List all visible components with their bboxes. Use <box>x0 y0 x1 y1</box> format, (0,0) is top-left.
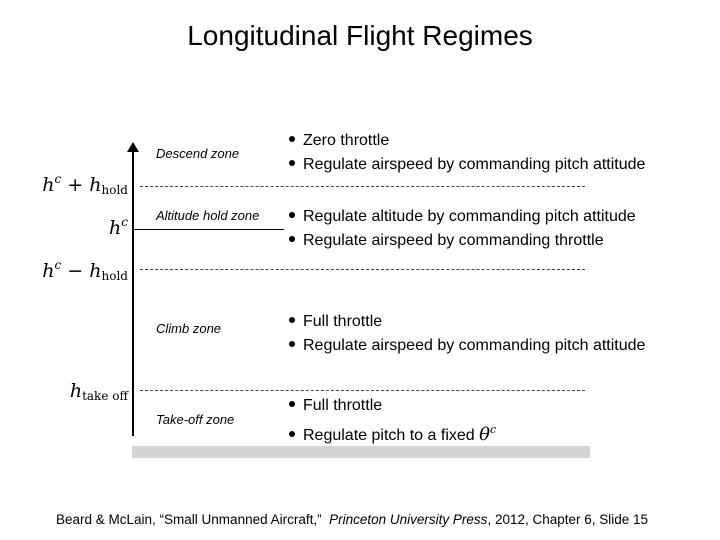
zone-takeoff-label: Take-off zone <box>156 412 235 427</box>
list-item: Regulate altitude by commanding pitch at… <box>289 205 636 229</box>
label-h-takeoff: htake off <box>69 380 128 403</box>
list-item: Regulate airspeed by commanding pitch at… <box>289 334 645 358</box>
boundary-hold-lower <box>140 269 585 270</box>
list-item: Zero throttle <box>289 129 645 153</box>
slide-title: Longitudinal Flight Regimes <box>187 20 533 51</box>
list-item: Regulate pitch to a fixed θc <box>289 418 496 448</box>
zone-climb-label: Climb zone <box>156 321 222 336</box>
label-h-plus-hold: hc + hhold <box>42 172 128 197</box>
bullet-icon <box>289 236 295 242</box>
label-h-minus-hold: hc − hhold <box>42 258 128 283</box>
bullet-icon <box>289 136 295 142</box>
bullet-icon <box>289 431 295 437</box>
bullet-icon <box>289 317 295 323</box>
boundary-takeoff <box>140 390 585 391</box>
bullet-icon <box>289 401 295 407</box>
climb-bullets: Full throttle Regulate airspeed by comma… <box>289 310 645 358</box>
bullet-icon <box>289 212 295 218</box>
altitude-axis <box>132 150 134 436</box>
ground <box>132 446 590 458</box>
bullet-icon <box>289 341 295 347</box>
zone-altitude-hold-label: Altitude hold zone <box>156 208 260 223</box>
boundary-commanded-altitude <box>134 229 284 230</box>
list-item: Regulate airspeed by commanding throttle <box>289 229 636 253</box>
altitude-axis-arrowhead <box>127 142 139 152</box>
label-h-commanded: hc <box>109 215 128 239</box>
theta-symbol: θc <box>479 423 497 445</box>
list-item: Regulate airspeed by commanding pitch at… <box>289 153 645 177</box>
bullet-icon <box>289 160 295 166</box>
citation-footer: Beard & McLain, “Small Unmanned Aircraft… <box>56 512 649 527</box>
takeoff-bullets: Full throttle Regulate pitch to a fixed … <box>289 394 496 448</box>
boundary-hold-upper <box>140 186 585 187</box>
list-item: Full throttle <box>289 310 645 334</box>
zone-descend-label: Descend zone <box>156 146 240 161</box>
descend-bullets: Zero throttle Regulate airspeed by comma… <box>289 129 645 177</box>
altitude-hold-bullets: Regulate altitude by commanding pitch at… <box>289 205 636 253</box>
list-item: Full throttle <box>289 394 496 418</box>
